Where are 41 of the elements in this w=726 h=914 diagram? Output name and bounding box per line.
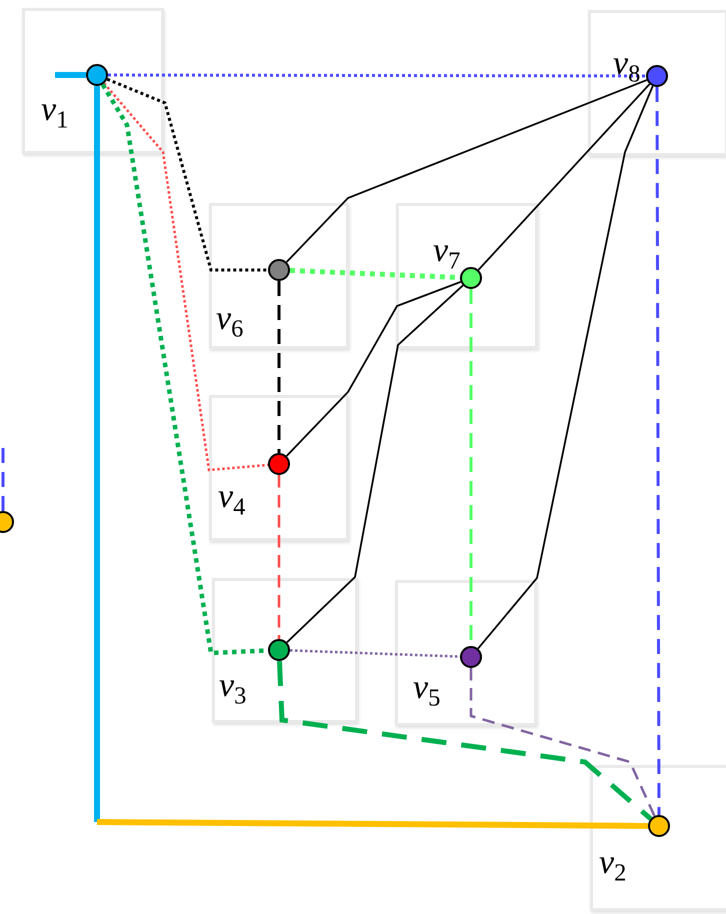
vertex-frame <box>209 203 349 349</box>
graph-edge <box>278 475 280 639</box>
graph-edge <box>103 82 268 472</box>
vertex-label: v$_{8}$ <box>613 47 640 87</box>
vertex-frame <box>396 203 538 349</box>
graph-edge <box>470 668 656 816</box>
graph-edge <box>286 79 648 263</box>
vertex-dot <box>460 646 482 668</box>
vertex-frame <box>588 10 726 156</box>
graph-edge <box>290 649 460 658</box>
vertex-frame <box>590 765 726 911</box>
vertex-label: v$_{3}$ <box>219 669 246 709</box>
graph-edge <box>96 819 648 829</box>
vertex-frame <box>209 395 349 541</box>
graph-edge <box>108 74 646 78</box>
graph-edge <box>477 86 654 650</box>
vertex-dot <box>268 259 290 281</box>
vertex-dot <box>460 267 482 289</box>
vertex-dot <box>648 815 670 837</box>
graph-edge <box>286 281 462 457</box>
vertex-label: v$_{6}$ <box>216 302 244 342</box>
graph-edge <box>276 660 652 821</box>
vertex-dot <box>268 639 290 661</box>
vertex-frame <box>22 8 164 154</box>
vertex-label: v$_{7}$ <box>433 234 460 274</box>
vertex-label: v$_{1}$ <box>41 93 68 133</box>
vertex-label: v$_{5}$ <box>413 671 440 711</box>
graph-edge <box>278 281 280 453</box>
vertex-label: v$_{2}$ <box>599 846 626 886</box>
graph-edge <box>106 78 268 272</box>
graph-edge <box>286 284 464 644</box>
graph-edge <box>94 86 100 822</box>
vertex-dot <box>646 65 668 87</box>
vertex-label: v$_{4}$ <box>218 480 246 520</box>
vertex-dot <box>86 64 108 86</box>
vertex-dot <box>268 453 290 475</box>
vertex-frame <box>395 580 537 726</box>
graph-edge <box>656 87 660 815</box>
graph-edge <box>55 72 86 78</box>
vertex-frame <box>212 578 358 723</box>
graph-edge <box>478 83 650 271</box>
